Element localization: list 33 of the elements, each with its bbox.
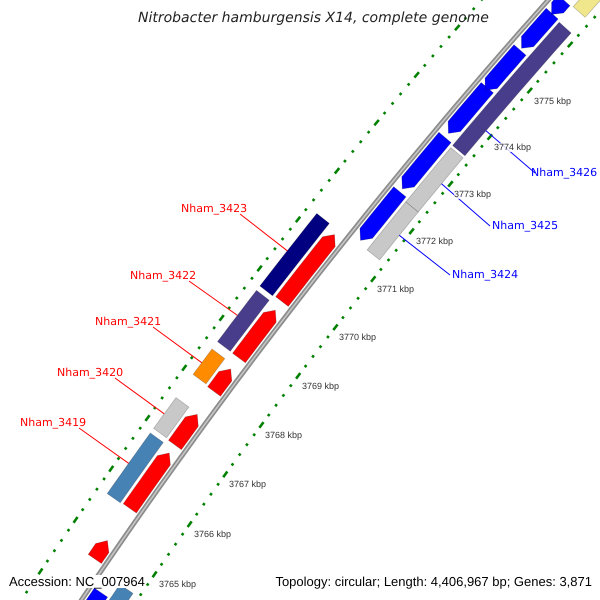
tick-label: 3766 kbp (194, 530, 232, 539)
leader-line (114, 378, 165, 414)
gene-label: Nham_3424 (452, 269, 518, 280)
tick-label: 3765 kbp (159, 580, 196, 589)
tick-label: 3769 kbp (302, 382, 340, 391)
leader-line (398, 234, 450, 276)
genome-info-text: Topology: circular; Length: 4,406,967 bp; Genes: 3,871 (275, 575, 592, 588)
tick-label: 3770 kbp (339, 333, 376, 342)
tick-label: 3772 kbp (416, 237, 454, 246)
leader-line (78, 428, 130, 464)
tick-label: 3773 kbp (454, 190, 492, 199)
tick-label: 3771 kbp (377, 285, 414, 294)
accession-text: Accession: NC_007964 (9, 575, 145, 588)
gene-bar (217, 290, 270, 352)
gene-label: Nham_3423 (181, 203, 248, 214)
gene-label: Nham_3419 (20, 417, 86, 428)
gene-label: Nham_3425 (492, 220, 558, 231)
gene-label: Nham_3426 (531, 167, 598, 178)
gene-label: Nham_3421 (95, 316, 162, 327)
gene-bar (106, 432, 164, 504)
tick-label: 3768 kbp (265, 431, 302, 440)
tick-label: 3774 kbp (494, 143, 532, 152)
gene-bar (153, 397, 190, 438)
tick-label: 3775 kbp (534, 97, 572, 106)
gene-label: Nham_3422 (130, 270, 196, 281)
leader-line (441, 183, 490, 226)
tick-label: 3767 kbp (229, 480, 266, 489)
title: Nitrobacter hamburgensis X14, complete genome (138, 11, 489, 25)
leader-line (188, 280, 238, 316)
gene-bar (259, 213, 330, 296)
gene-bar (192, 348, 226, 384)
gene-label: Nham_3420 (57, 367, 124, 378)
leader-line (152, 326, 202, 364)
